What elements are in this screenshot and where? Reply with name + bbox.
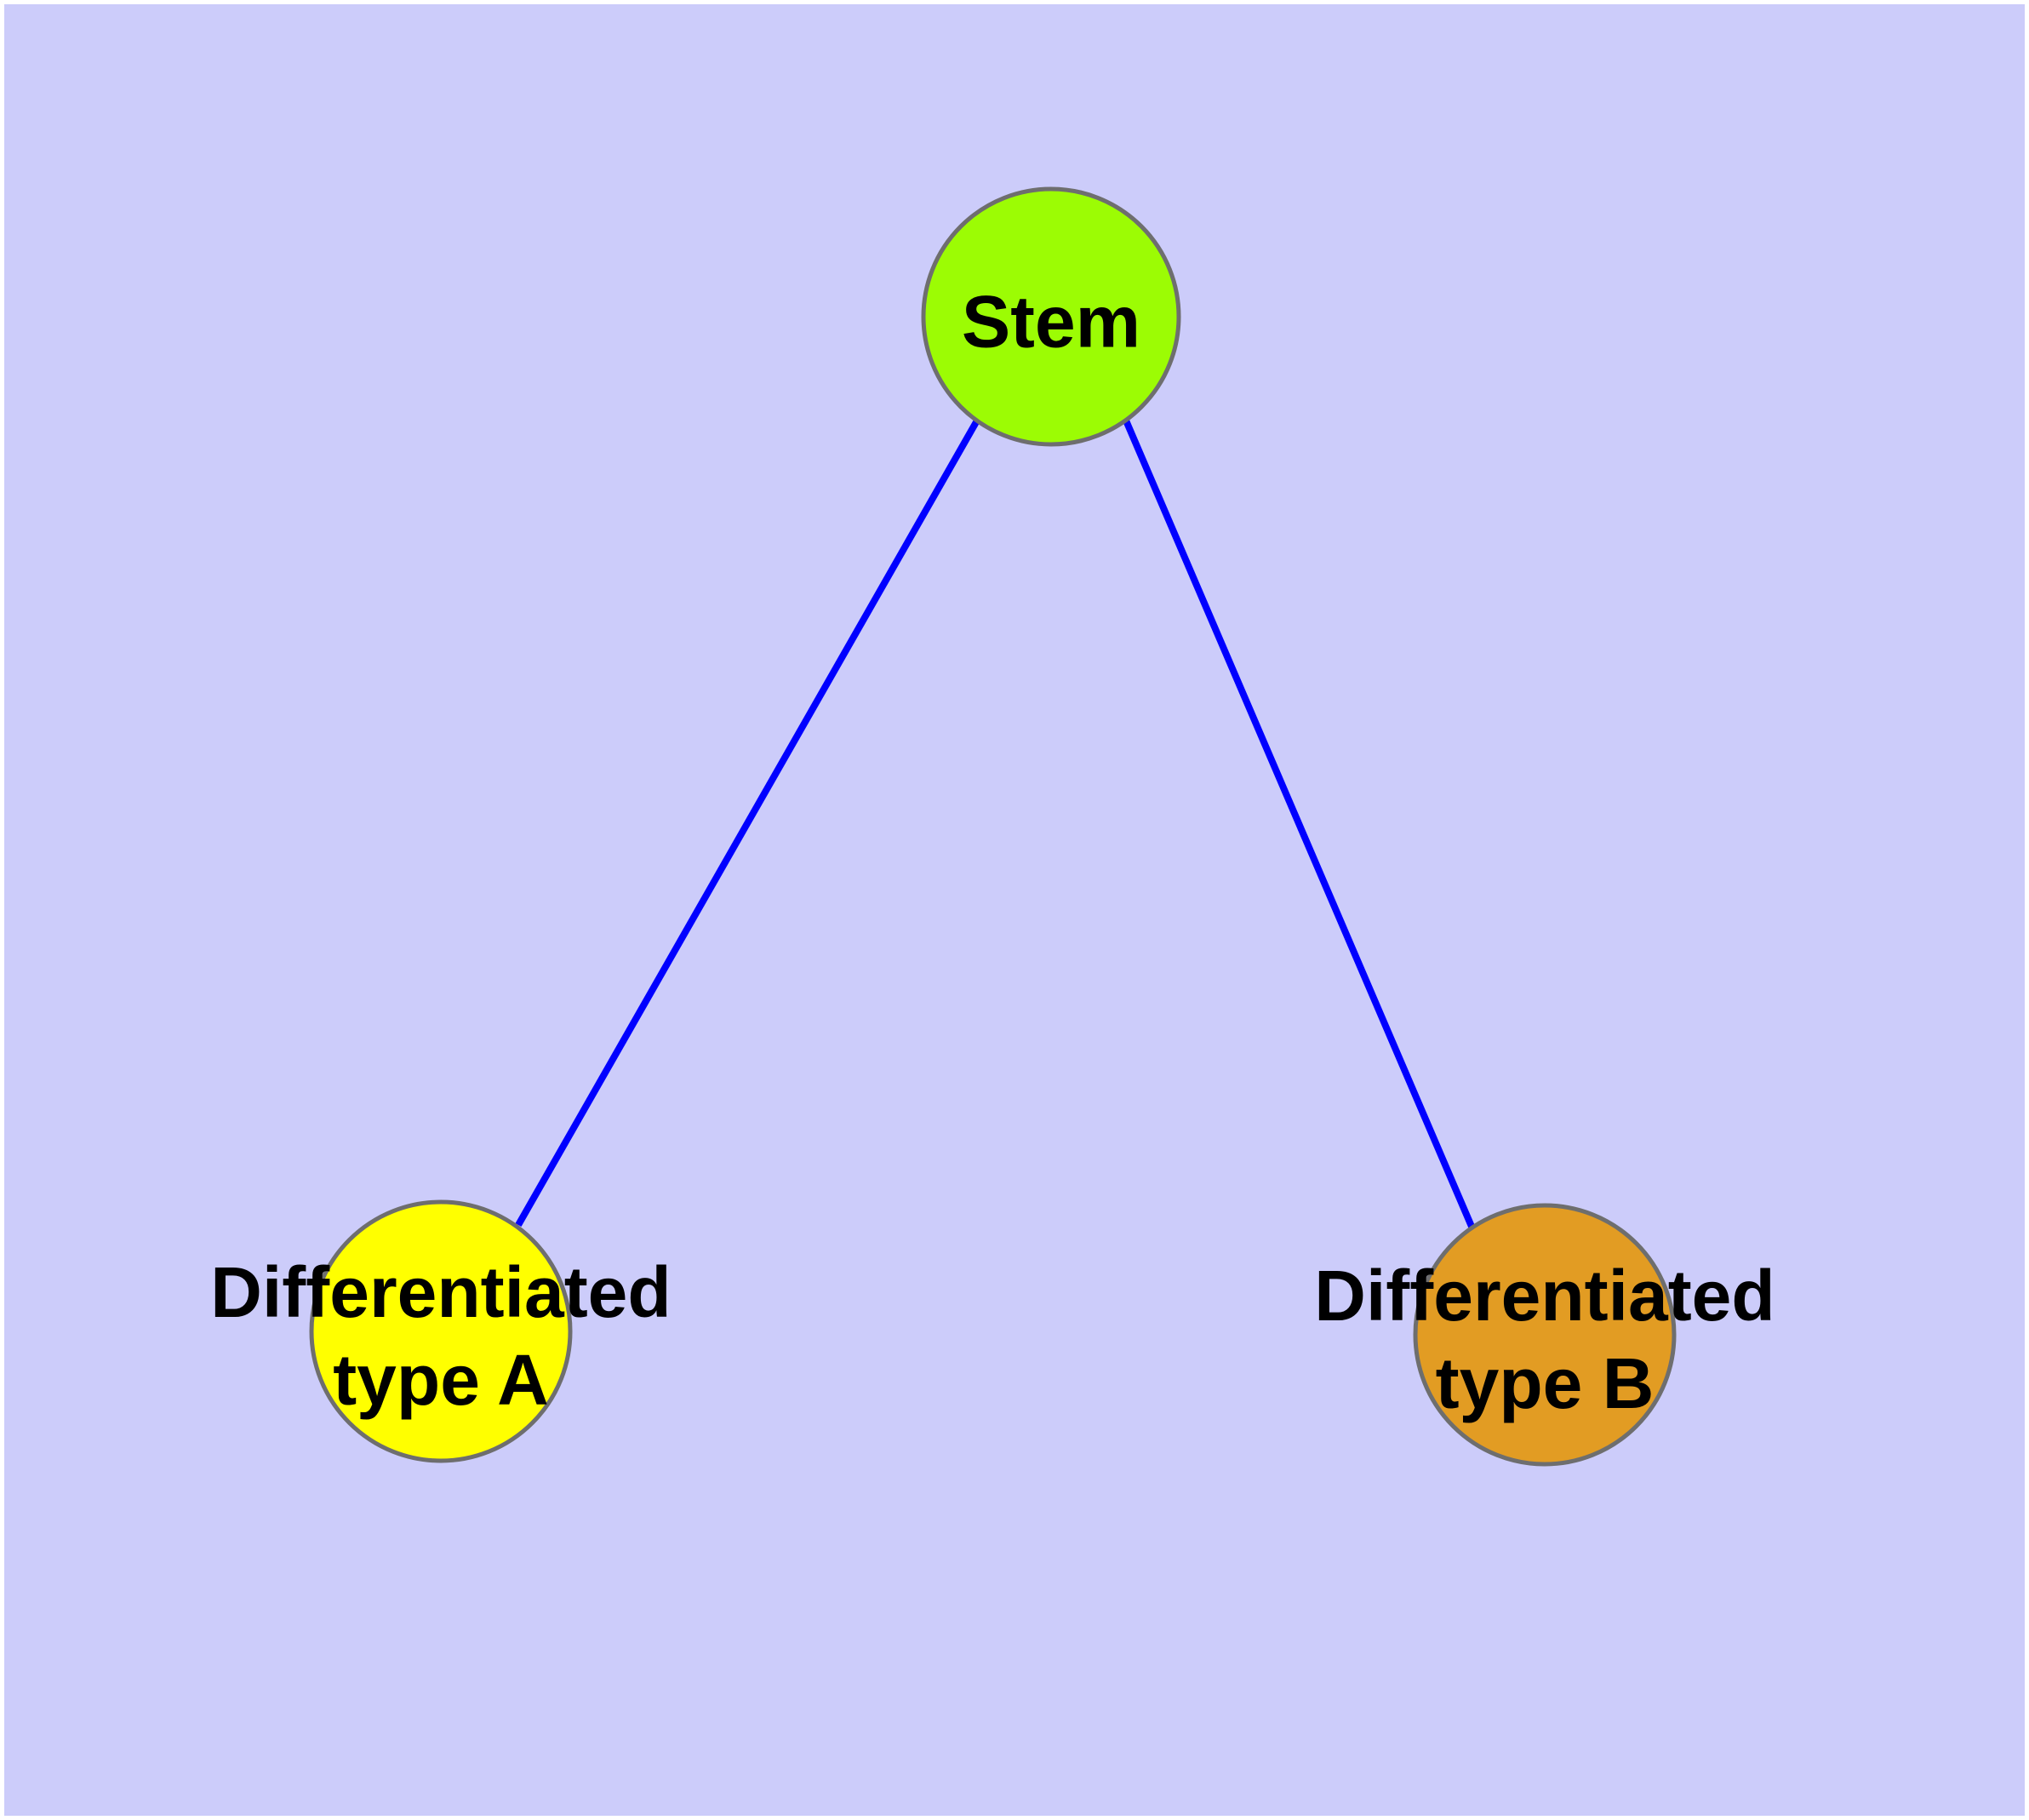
node-type-b-label-line1: Differentiated — [1314, 1256, 1775, 1336]
node-type-a-circle[interactable] — [309, 1199, 573, 1463]
node-type-b-label-line2: type B — [1436, 1343, 1655, 1423]
node-differentiated-type-a[interactable]: Differentiated type A — [210, 1199, 672, 1463]
node-type-a-label-line2: type A — [333, 1340, 549, 1420]
edge-stem-to-type-b[interactable] — [1123, 419, 1476, 1230]
node-differentiated-type-b[interactable]: Differentiated type B — [1314, 1203, 1775, 1467]
node-type-b-circle[interactable] — [1413, 1203, 1677, 1467]
edge-stem-to-type-a[interactable] — [515, 419, 980, 1227]
diagram-canvas: Stem Differentiated type A Differentiate… — [4, 4, 2025, 1816]
node-stem-label: Stem — [962, 282, 1140, 363]
node-stem-circle[interactable] — [921, 186, 1181, 447]
edge-group — [515, 419, 1476, 1230]
node-stem[interactable]: Stem — [921, 186, 1181, 447]
node-type-a-label-line1: Differentiated — [210, 1252, 671, 1332]
node-link-diagram: Stem Differentiated type A Differentiate… — [210, 186, 1775, 1467]
